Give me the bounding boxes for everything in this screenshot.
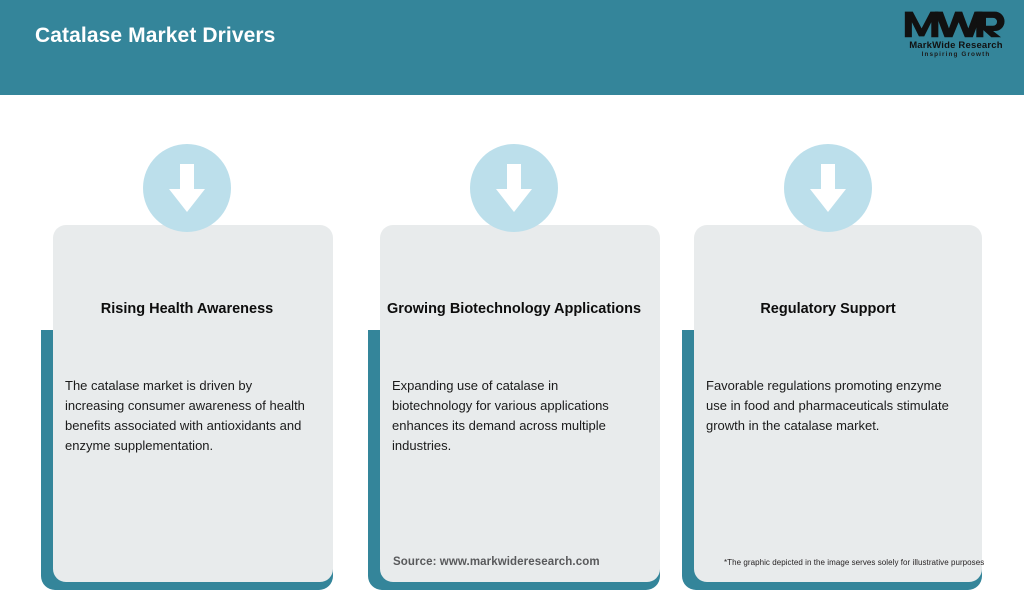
logo-company-name: MarkWide Research: [909, 40, 1003, 51]
card-title: Regulatory Support: [760, 301, 896, 317]
logo-tagline: Inspiring Growth: [921, 51, 991, 58]
disclaimer-label: *The graphic depicted in the image serve…: [724, 558, 985, 567]
page-title: Catalase Market Drivers: [35, 24, 276, 47]
driver-card: Regulatory Support Favorable regulations…: [682, 144, 982, 590]
down-arrow-icon: [470, 144, 558, 232]
card-title: Growing Biotechnology Applications: [386, 301, 642, 317]
driver-cards-container: Rising Health Awareness The catalase mar…: [0, 95, 1024, 590]
card-body-text: The catalase market is driven by increas…: [65, 378, 305, 453]
card-panel: [694, 225, 982, 582]
source-label: Source: www.markwideresearch.com: [393, 556, 600, 568]
down-arrow-icon: [143, 144, 231, 232]
card-panel: [380, 225, 660, 582]
driver-card: Rising Health Awareness The catalase mar…: [41, 144, 333, 590]
markwide-research-logo: MarkWide Research Inspiring Growth: [902, 9, 1010, 63]
card-body-text: Expanding use of catalase in biotechnolo…: [392, 378, 609, 453]
card-body-text: Favorable regulations promoting enzyme u…: [706, 378, 949, 433]
page-header: Catalase Market Drivers MarkWide Researc…: [0, 0, 1024, 95]
mwr-monogram-icon: [904, 11, 1005, 38]
driver-card: Growing Biotechnology Applications Expan…: [368, 144, 660, 590]
card-title: Rising Health Awareness: [100, 301, 274, 317]
down-arrow-icon: [784, 144, 872, 232]
card-panel: [53, 225, 333, 582]
